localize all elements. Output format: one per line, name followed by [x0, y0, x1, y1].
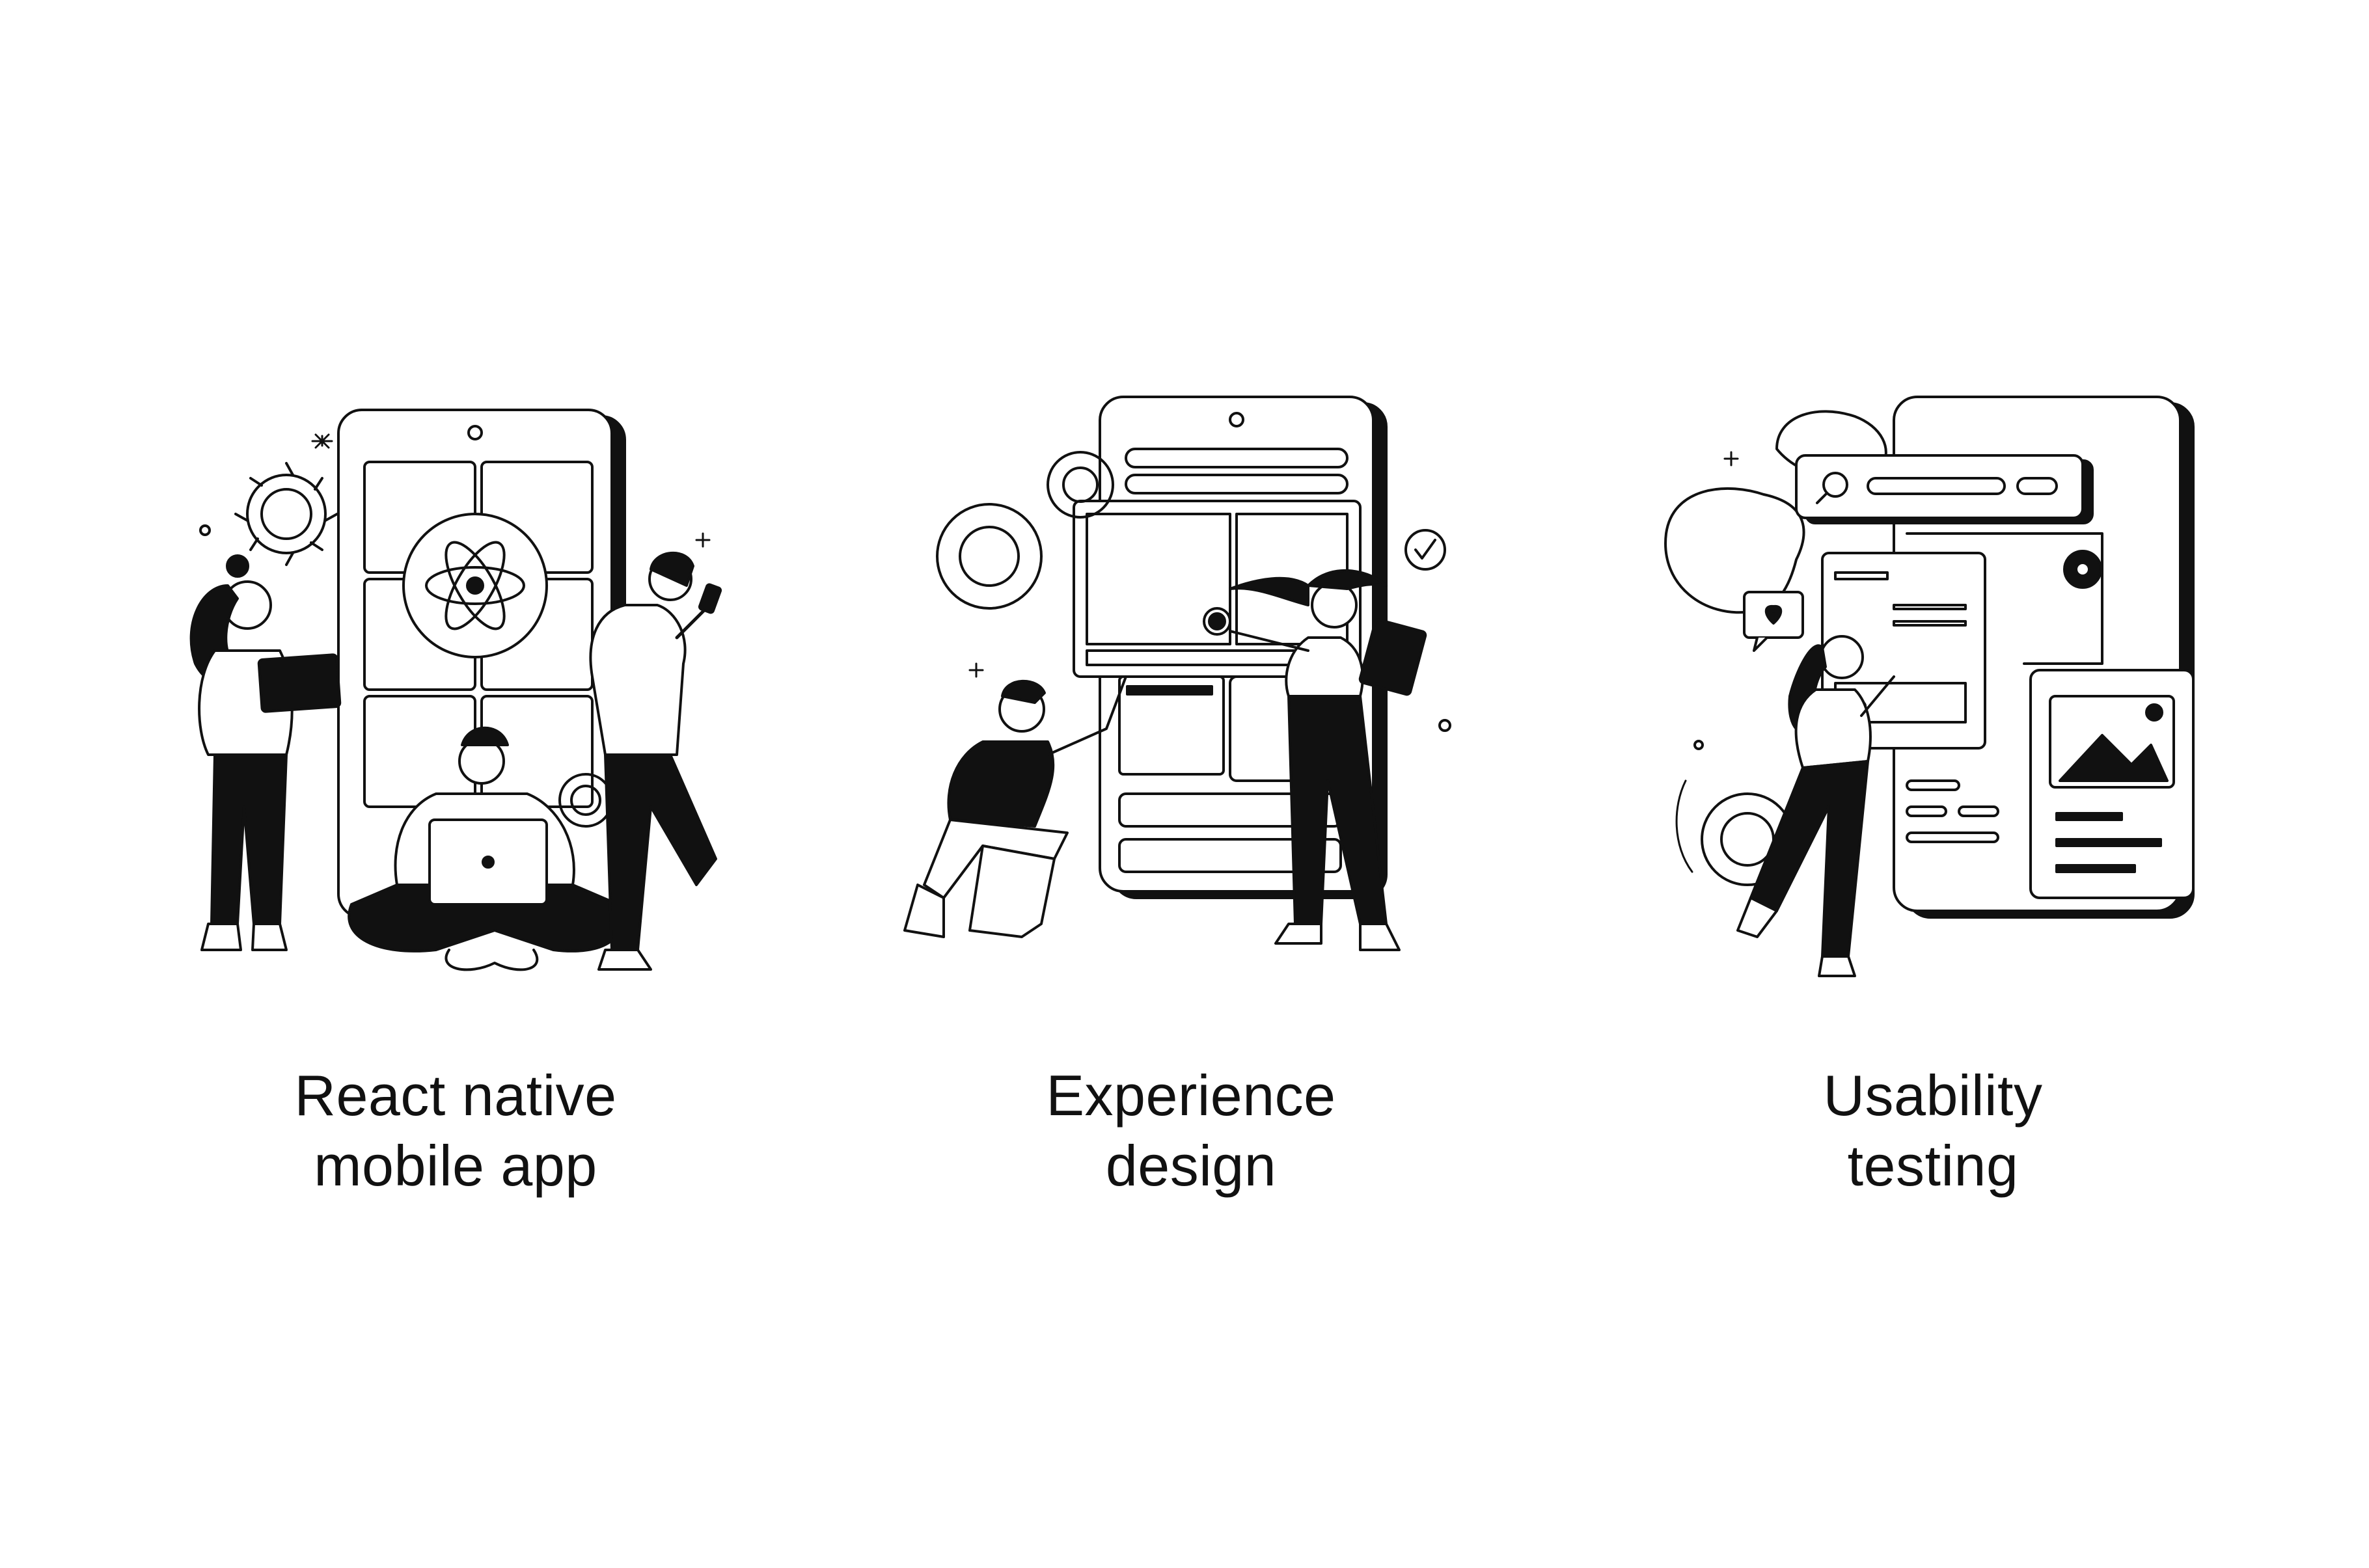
usability-testing-illustration	[1647, 390, 2219, 1002]
search-bar	[1796, 455, 2092, 523]
caption-react-native: React native mobile app	[208, 1061, 703, 1201]
caption-usability-testing: Usability testing	[1686, 1061, 2180, 1201]
caption-line: React native	[294, 1063, 617, 1128]
image-icon	[2060, 735, 2167, 781]
caption-line: design	[1105, 1133, 1277, 1198]
caption-line: testing	[1847, 1133, 2019, 1198]
gear-icon	[937, 452, 1113, 608]
sparkle-icon	[200, 435, 709, 547]
caption-line: Experience	[1046, 1063, 1336, 1128]
wireframe-card	[1074, 501, 1360, 774]
walking-woman	[1738, 636, 1894, 976]
image-card	[2031, 670, 2193, 898]
cursor-icon	[1204, 608, 1230, 634]
heart-icon	[1744, 592, 1803, 651]
checkmark-icon	[1406, 530, 1445, 569]
sparkle-icon	[970, 664, 1450, 731]
man-with-phone	[590, 553, 721, 969]
react-atom-icon	[404, 514, 547, 657]
gear-icon	[236, 463, 337, 565]
kneeling-man	[905, 677, 1126, 937]
experience-design-illustration	[892, 390, 1490, 1002]
caption-experience-design: Experience design	[944, 1061, 1438, 1201]
background-blob	[1665, 489, 1803, 612]
react-native-illustration	[156, 390, 755, 1002]
caption-line: mobile app	[314, 1133, 597, 1198]
woman-with-tablet	[191, 556, 340, 950]
woman-with-clipboard	[1230, 571, 1427, 950]
man-with-laptop	[349, 728, 622, 970]
list-lines	[1907, 781, 1998, 842]
caption-line: Usability	[1823, 1063, 2043, 1128]
